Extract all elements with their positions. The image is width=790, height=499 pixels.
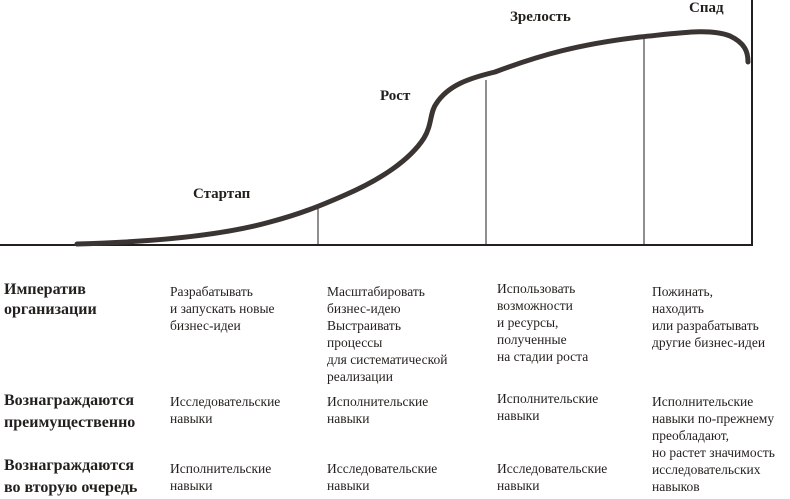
stage-label-decline: Спад bbox=[689, 0, 724, 16]
lifecycle-curve bbox=[74, 29, 751, 247]
table-cell: Исполнительские навыки по-прежнему преоб… bbox=[652, 394, 775, 494]
table-cell: Пожинать, находить или разрабатывать дру… bbox=[652, 284, 766, 350]
stage-label-growth: Рост bbox=[380, 88, 411, 104]
stage-label-maturity: Зрелость bbox=[510, 9, 571, 25]
stage-label-startup: Стартап bbox=[193, 186, 251, 202]
table-cell: Исследовательские навыки bbox=[170, 394, 281, 426]
lifecycle-diagram bbox=[0, 0, 753, 247]
table-cell: Исполнительские навыки bbox=[327, 394, 429, 426]
table-cell: Исследовательские навыки bbox=[497, 461, 608, 493]
table-cell: Исследовательские навыки bbox=[327, 461, 438, 493]
table-cell: Разрабатывать и запускать новые бизнес-и… bbox=[170, 284, 275, 333]
table-cell: Исполнительские навыки bbox=[497, 391, 599, 423]
table-cell: Масштабировать бизнес-идею Выстраивать п… bbox=[327, 284, 448, 384]
row-label-rewarded-primarily: Вознаграждаются преимущественно bbox=[4, 392, 136, 431]
row-label-rewarded-secondarily: Вознаграждаются во вторую очередь bbox=[4, 457, 138, 496]
table-cell: Исполнительские навыки bbox=[170, 461, 272, 493]
table-cell: Использовать возможности и ресурсы, полу… bbox=[497, 281, 589, 364]
row-label-imperative: Императив организации bbox=[4, 281, 97, 318]
